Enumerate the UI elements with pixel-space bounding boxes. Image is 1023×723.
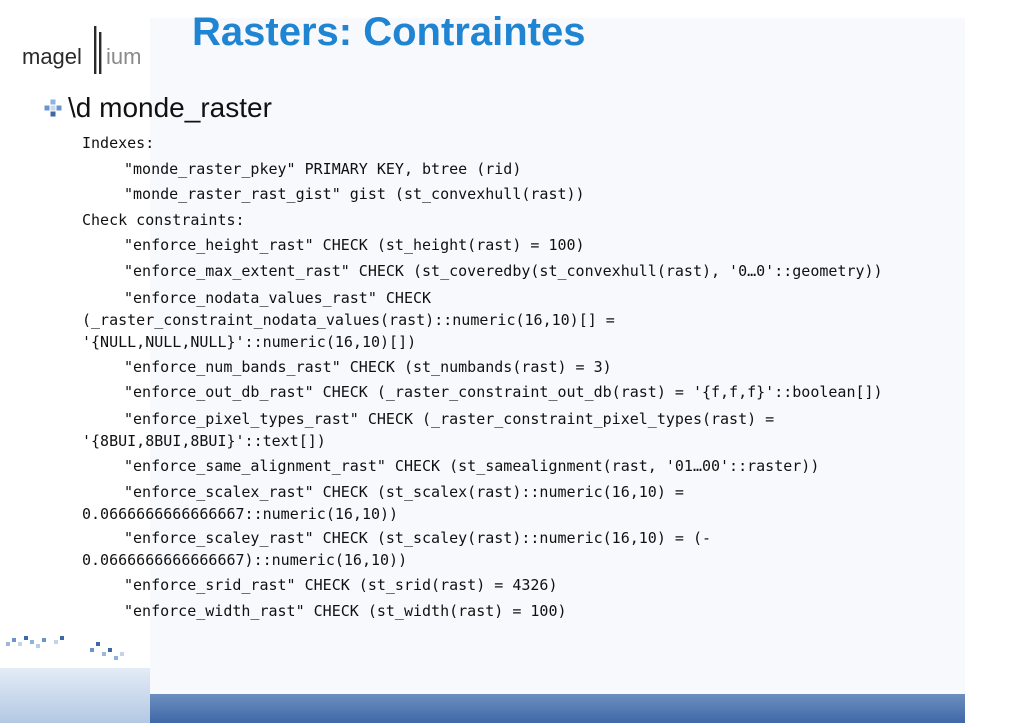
index-line: "monde_raster_pkey" PRIMARY KEY, btree (… [124, 159, 522, 178]
logo-text-secondary: ium [106, 44, 140, 69]
constraint-wrapped: "enforce_scalex_rast" CHECK (st_scalex(r… [82, 481, 1017, 525]
constraint-line: "enforce_height_rast" CHECK (st_height(r… [124, 236, 585, 255]
constraint-continuation: (_raster_constraint_nodata_values(rast):… [82, 310, 615, 329]
logo-text-primary: magel [22, 44, 82, 69]
index-line: "monde_raster_rast_gist" gist (st_convex… [124, 185, 585, 204]
indexes-header: Indexes: [82, 134, 155, 152]
constraint-line: "enforce_srid_rast" CHECK (st_srid(rast)… [124, 576, 558, 595]
pixel-pattern-icon [6, 636, 124, 660]
psql-output: Indexes: "monde_raster_pkey" PRIMARY KEY… [82, 131, 1017, 625]
constraint-line: "enforce_scalex_rast" CHECK (st_scalex(r… [124, 483, 684, 502]
constraint-line: "enforce_max_extent_rast" CHECK (st_cove… [124, 261, 883, 280]
constraint-wrapped: "enforce_pixel_types_rast" CHECK (_raste… [82, 408, 1017, 452]
constraint-line: "enforce_width_rast" CHECK (st_width(ras… [124, 601, 567, 620]
constraint-continuation: '{8BUI,8BUI,8BUI}'::text[]) [82, 431, 326, 450]
footer-left-band [0, 668, 150, 723]
constraint-wrapped: "enforce_scaley_rast" CHECK (st_scaley(r… [82, 527, 1017, 571]
magellium-logo: magel ium [22, 26, 140, 74]
slide-title: Rasters: Contraintes [192, 10, 586, 54]
footer-bar [150, 694, 965, 723]
constraint-continuation: 0.0666666666666667::numeric(16,10)) [82, 505, 399, 524]
constraint-continuation: 0.0666666666666667)::numeric(16,10)) [82, 551, 408, 570]
constraint-line: "enforce_same_alignment_rast" CHECK (st_… [124, 456, 820, 475]
check-constraints-header: Check constraints: [82, 210, 245, 229]
constraint-continuation: '{NULL,NULL,NULL}'::numeric(16,10)[]) [82, 332, 417, 351]
constraint-wrapped: "enforce_nodata_values_rast" CHECK (_ras… [82, 287, 1017, 353]
constraint-line: "enforce_scaley_rast" CHECK (st_scaley(r… [124, 529, 711, 548]
diamond-bullet-icon [44, 99, 62, 117]
constraint-line: "enforce_pixel_types_rast" CHECK (_raste… [124, 409, 775, 428]
constraint-line: "enforce_out_db_rast" CHECK (_raster_con… [124, 383, 883, 402]
bullet-item: \d monde_raster [44, 92, 272, 124]
content-panel [150, 18, 965, 694]
constraint-line: "enforce_nodata_values_rast" CHECK [124, 288, 432, 307]
constraint-line: "enforce_num_bands_rast" CHECK (st_numba… [124, 357, 612, 376]
bullet-text: \d monde_raster [68, 92, 272, 123]
